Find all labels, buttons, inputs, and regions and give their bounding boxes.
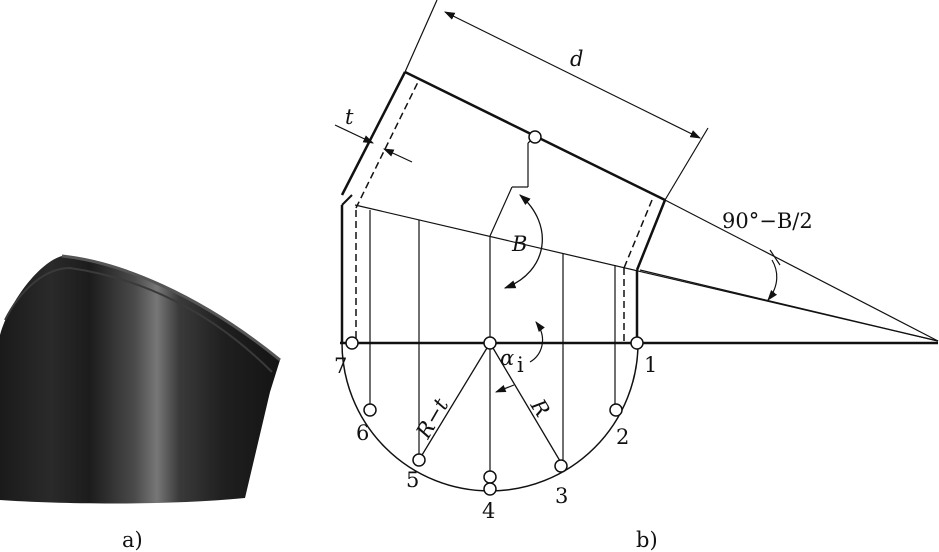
pipe-photo [0,254,281,504]
point-2-marker [609,403,623,417]
angle-90-b-2-label: 90°−B/2 [722,209,813,233]
dimension-t-label: t [345,105,354,129]
point-1-label: 1 [644,353,657,377]
point-4-label: 4 [482,499,495,523]
point-4-marker [483,470,497,484]
point-4b-marker [483,482,497,496]
point-5-marker [412,453,426,467]
point-6-label: 6 [356,421,369,445]
point-7-marker [345,336,359,350]
point-5-label: 5 [406,468,419,492]
point-7-label: 7 [334,354,347,378]
radius-r-label: R [525,394,554,421]
division-points [345,130,644,496]
axis-point-marker [528,130,542,144]
point-3-marker [554,459,568,473]
center-point-marker [483,336,497,350]
panel-b-caption: b) [636,528,658,552]
panel-a-caption: a) [122,528,143,552]
angle-b-label: B [511,232,527,256]
radius-r-minus-t-label: R−t [411,394,453,444]
point-1-marker [630,336,644,350]
alpha-subscript: i [517,353,524,377]
point-3-label: 3 [555,484,568,508]
alpha-label: α [500,346,514,370]
point-2-label: 2 [616,425,629,449]
dimension-d-label: d [570,47,583,71]
point-6-marker [363,403,377,417]
